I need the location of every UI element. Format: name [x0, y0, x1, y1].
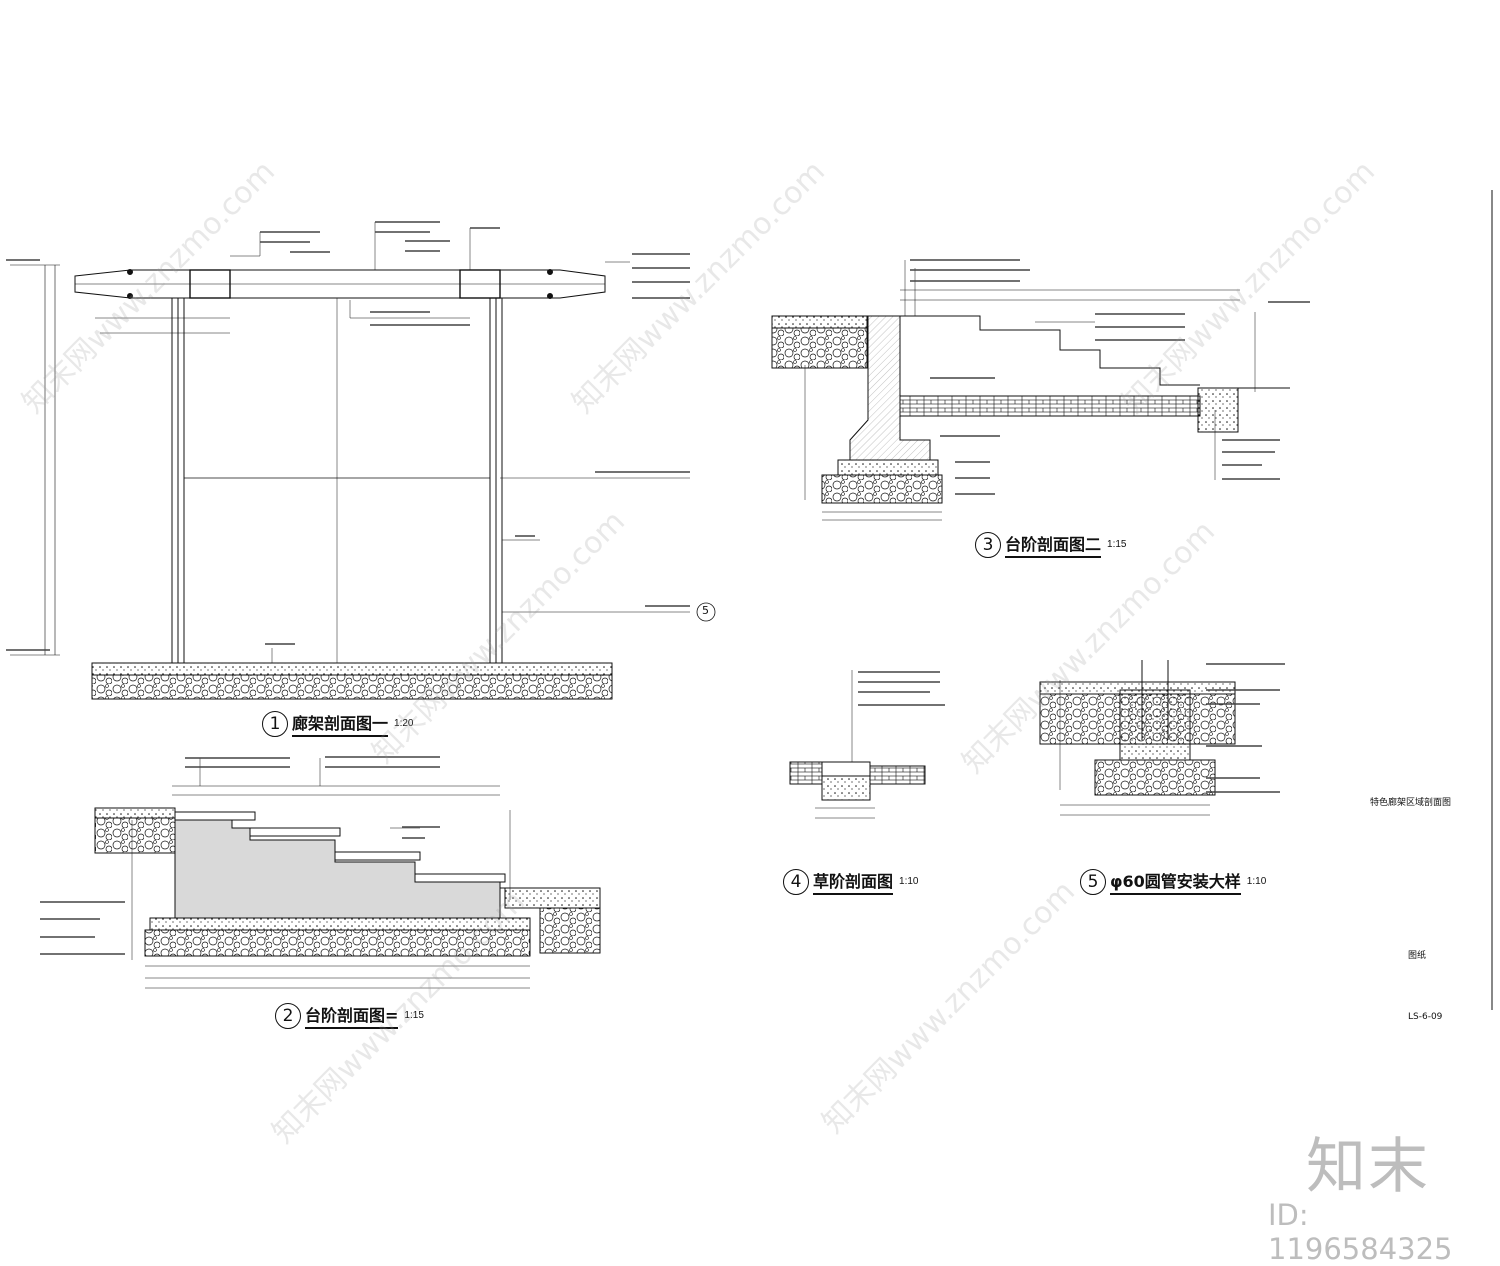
grass-step-section-drawing-4 — [789, 670, 945, 819]
drawing-number-circle: 3 — [975, 531, 1001, 558]
drawing-number-circle: 2 — [275, 1002, 301, 1029]
brand-image-id: ID: 1196584325 — [1268, 1198, 1453, 1266]
brand-logo: 知末 — [1306, 1132, 1430, 1202]
step-section-drawing-2 — [40, 756, 601, 989]
pipe-detail-drawing-5 — [1039, 660, 1285, 816]
section-marker-number: 5 — [702, 604, 709, 617]
drawing-title-1: 1 廊架剖面图一 1:20 — [262, 710, 413, 737]
step-section-drawing-3 — [771, 259, 1310, 521]
drawing-name: 台阶剖面图二 — [1005, 531, 1102, 558]
drawing-title-4: 4 草阶剖面图 1:10 — [783, 868, 918, 895]
drawing-title-2: 2 台阶剖面图= 1:15 — [275, 1002, 424, 1029]
drawing-number-circle: 1 — [262, 710, 288, 737]
drawing-title-3: 3 台阶剖面图二 1:15 — [975, 531, 1126, 558]
drawing-scale: 1:10 — [1246, 876, 1267, 887]
drawing-scale: 1:15 — [404, 1010, 424, 1021]
drawing-number-circle: 5 — [1080, 868, 1106, 895]
drawing-scale: 1:10 — [899, 876, 919, 887]
sheet-label-area: 特色廊架区域剖面图 — [1370, 798, 1452, 808]
drawing-name: φ60圆管安装大样 — [1110, 868, 1241, 895]
sheet-label-drawing: 图纸 — [1408, 951, 1427, 961]
pergola-section-drawing — [6, 221, 716, 700]
drawing-scale: 1:15 — [1107, 539, 1127, 550]
drawing-name: 台阶剖面图= — [305, 1002, 399, 1029]
drawing-number-circle: 4 — [783, 868, 809, 895]
drawing-name: 草阶剖面图 — [813, 868, 894, 895]
drawing-name: 廊架剖面图一 — [292, 710, 389, 737]
drawing-scale: 1:20 — [394, 718, 414, 729]
drawing-title-5: 5 φ60圆管安装大样 1:10 — [1080, 868, 1266, 895]
sheet-label-number: LS-6-09 — [1408, 1012, 1443, 1022]
